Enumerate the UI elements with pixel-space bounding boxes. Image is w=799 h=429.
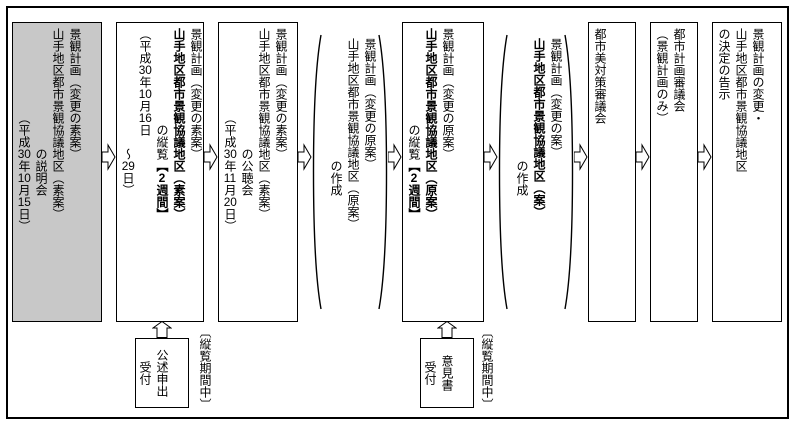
right-arrow-icon [298, 142, 312, 172]
step-briefing-box: 景観計画（変更の素案） 山手地区都市景観協議地区（素案） の説明会 （平成30年… [12, 22, 102, 322]
step-draft-inspection-box: 景観計画（変更の素案） 山手地区都市景観協議地区（素案） の縦覧【2週間】 （平… [116, 22, 204, 322]
right-arrow-icon [102, 142, 116, 172]
right-paren-icon [378, 32, 388, 312]
duration-label: 【2週間】 [407, 160, 421, 220]
text-line: 山手地区都市景観協議地区（素案） [257, 28, 271, 220]
process-flow: 景観計画（変更の素案） 山手地区都市景観協議地区（素案） の説明会 （平成30年… [12, 22, 782, 322]
step-city-planning-council-box: 都市計画審議会 （景観計画のみ） [650, 22, 698, 322]
statement-reception-box: 公述申出 受付 [135, 338, 189, 408]
text-line: 山手地区都市景観協議地区（素案） [51, 28, 65, 220]
inspection-label: の縦覧 [155, 124, 169, 160]
text-line: 景観計画（変更の原案） [441, 28, 455, 160]
text-line: 景観計画（変更の素案） [68, 28, 82, 160]
text-line: 山手地区都市景観協議地区（原案） [424, 28, 438, 220]
text-line: 景観計画（変更の素案） [189, 28, 203, 160]
inspection-period-label-1: 〔縦覧期間中〕 [198, 326, 212, 410]
step-proposal-creation: 景観計画（変更の原案） 山手地区都市景観協議地区（原案） の作成 [312, 32, 388, 312]
step-city-planning-council-text: 都市計画審議会 （景観計画のみ） [653, 28, 687, 316]
text-line: 景観計画（変更の案） [549, 38, 563, 158]
step-decision-announcement-box: 景観計画の変更・ 山手地区都市景観協議地区 の決定の告示 [712, 22, 782, 322]
text-line: （平成30年10月15日） [17, 112, 31, 232]
right-paren-icon [564, 32, 574, 312]
text-line: の縦覧【2週間】 [405, 28, 422, 316]
text-line: 都市計画審議会 [672, 28, 686, 112]
text-line: の説明会 [34, 148, 48, 196]
duration-label: 【2週間】 [155, 160, 169, 220]
text-line: 山手地区都市景観協議地区（原案） [346, 38, 360, 230]
text-line: 受付 [138, 361, 152, 385]
text-line: の決定の告示 [717, 28, 731, 100]
flowchart-frame: 景観計画（変更の素案） 山手地区都市景観協議地区（素案） の説明会 （平成30年… [6, 6, 789, 419]
step-briefing-text: 景観計画（変更の素案） 山手地区都市景観協議地区（素案） の説明会 （平成30年… [15, 28, 83, 316]
opinion-reception-text: 意見書 受付 [421, 343, 455, 403]
text-line: 公述申出 [155, 349, 169, 397]
step-proposal-inspection-text: 景観計画（変更の原案） 山手地区都市景観協議地区（原案） の縦覧【2週間】 [405, 28, 456, 316]
right-arrow-icon [636, 142, 650, 172]
text-line: 景観計画の変更・ [751, 28, 765, 124]
step-public-hearing-box: 景観計画（変更の素案） 山手地区都市景観協議地区（素案） の公聴会 （平成30年… [218, 22, 298, 322]
text-line: （平成30年11月20日） [223, 112, 237, 232]
right-arrow-icon [388, 142, 402, 172]
step-plan-creation-text: 景観計画（変更の案） 山手地区都市景観協議地区（案） の作成 [508, 32, 564, 318]
step-public-hearing-text: 景観計画（変更の素案） 山手地区都市景観協議地区（素案） の公聴会 （平成30年… [221, 28, 289, 316]
right-arrow-icon [204, 142, 218, 172]
step-proposal-creation-text: 景観計画（変更の原案） 山手地区都市景観協議地区（原案） の作成 [322, 32, 378, 318]
text-line: の縦覧【2週間】 [153, 28, 170, 316]
inspection-period-label-2: 〔縦覧期間中〕 [480, 326, 494, 410]
text-line: 山手地区都市景観協議地区 [734, 28, 748, 172]
inspection-label: の縦覧 [407, 124, 421, 160]
opinion-reception-box: 意見書 受付 [420, 338, 474, 408]
text-line: 受付 [423, 361, 437, 385]
left-paren-icon [312, 32, 322, 312]
text-line: 景観計画（変更の素案） [274, 28, 288, 160]
right-arrow-icon [574, 142, 588, 172]
step-urban-beauty-council-box: 都市美対策審議会 [588, 22, 636, 322]
up-arrow-icon [152, 321, 172, 338]
text-line: 景観計画（変更の原案） [363, 38, 377, 170]
text-line: （景観計画のみ） [655, 28, 669, 124]
text-line: 山手地区都市景観協議地区（素案） [172, 28, 186, 220]
text-line: （平成30年10月16日 [138, 28, 152, 136]
text-line: ～29日） [121, 148, 135, 196]
text-line: の作成 [515, 160, 529, 196]
step-urban-beauty-council-text: 都市美対策審議会 [591, 28, 608, 316]
text-line: 意見書 [440, 355, 454, 391]
step-proposal-inspection-box: 景観計画（変更の原案） 山手地区都市景観協議地区（原案） の縦覧【2週間】 [402, 22, 484, 322]
text-line: の公聴会 [240, 148, 254, 196]
text-line: 山手地区都市景観協議地区（案） [532, 38, 546, 218]
text-line: の作成 [329, 160, 343, 196]
left-paren-icon [498, 32, 508, 312]
statement-reception-text: 公述申出 受付 [136, 343, 170, 403]
step-draft-inspection-text: 景観計画（変更の素案） 山手地区都市景観協議地区（素案） の縦覧【2週間】 （平… [119, 28, 204, 316]
up-arrow-icon [437, 321, 457, 338]
step-decision-announcement-text: 景観計画の変更・ 山手地区都市景観協議地区 の決定の告示 [715, 28, 766, 316]
right-arrow-icon [698, 142, 712, 172]
step-plan-creation: 景観計画（変更の案） 山手地区都市景観協議地区（案） の作成 [498, 32, 574, 312]
right-arrow-icon [484, 142, 498, 172]
text-line: 都市美対策審議会 [593, 28, 607, 124]
